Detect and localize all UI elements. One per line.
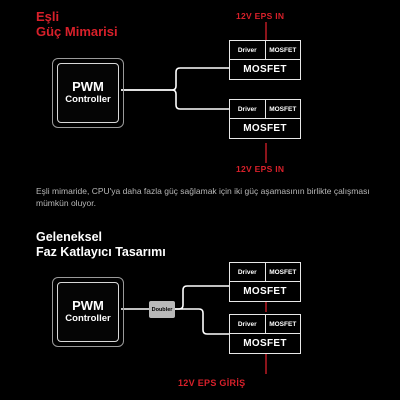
eps-input-label: 12V EPS GİRİŞ <box>178 378 246 388</box>
pwm-controller-chip: PWM Controller <box>57 63 119 123</box>
wire-doubler-to-module-1 <box>175 285 229 310</box>
mosfet-small-label: MOSFET <box>269 320 297 328</box>
mosfet-small-label: MOSFET <box>269 268 297 276</box>
wire-chip-to-module-1 <box>121 67 229 91</box>
section2-title-line1: Geleneksel <box>36 230 103 244</box>
mosfet-module-1: Driver MOSFET MOSFET <box>229 40 301 80</box>
driver-label: Driver <box>230 315 266 333</box>
pwm-chip-name: PWM <box>72 298 104 313</box>
mosfet-label: MOSFET <box>243 338 287 349</box>
pwm-chip-name: PWM <box>72 79 104 94</box>
mosfet-module-4: Driver MOSFET MOSFET <box>229 314 301 354</box>
eps-top-label: 12V EPS IN <box>236 11 285 21</box>
driver-label: Driver <box>230 41 266 59</box>
wire-doubler-to-module-2 <box>175 308 229 335</box>
section1-title: Eşli Güç Mimarisi <box>36 9 118 39</box>
mosfet-small-label: MOSFET <box>269 105 297 113</box>
eps-bottom-label: 12V EPS IN <box>236 164 285 174</box>
doubler-chip: Doubler <box>149 301 175 318</box>
mosfet-label: MOSFET <box>243 123 287 134</box>
wire-chip-to-module-2 <box>121 89 229 110</box>
driver-label: Driver <box>230 100 266 118</box>
pwm-chip-frame-2 <box>52 277 124 347</box>
mosfet-label: MOSFET <box>243 64 287 75</box>
driver-label: Driver <box>230 263 266 281</box>
section1-title-line1: Eşli <box>36 9 60 24</box>
mosfet-module-3: Driver MOSFET MOSFET <box>229 262 301 302</box>
mosfet-module-2: Driver MOSFET MOSFET <box>229 99 301 139</box>
pwm-controller-chip-2: PWM Controller <box>57 282 119 342</box>
section1-caption: Eşli mimaride, CPU'ya daha fazla güç sağ… <box>36 186 370 208</box>
section2-title-line2: Faz Katlayıcı Tasarımı <box>36 245 166 259</box>
mosfet-small-label: MOSFET <box>269 46 297 54</box>
section1-title-line2: Güç Mimarisi <box>36 24 118 39</box>
mosfet-label: MOSFET <box>243 286 287 297</box>
pwm-chip-sub: Controller <box>65 313 111 324</box>
section2-title: Geleneksel Faz Katlayıcı Tasarımı <box>36 230 166 260</box>
pwm-chip-sub: Controller <box>65 94 111 105</box>
pwm-chip-frame <box>52 58 124 128</box>
